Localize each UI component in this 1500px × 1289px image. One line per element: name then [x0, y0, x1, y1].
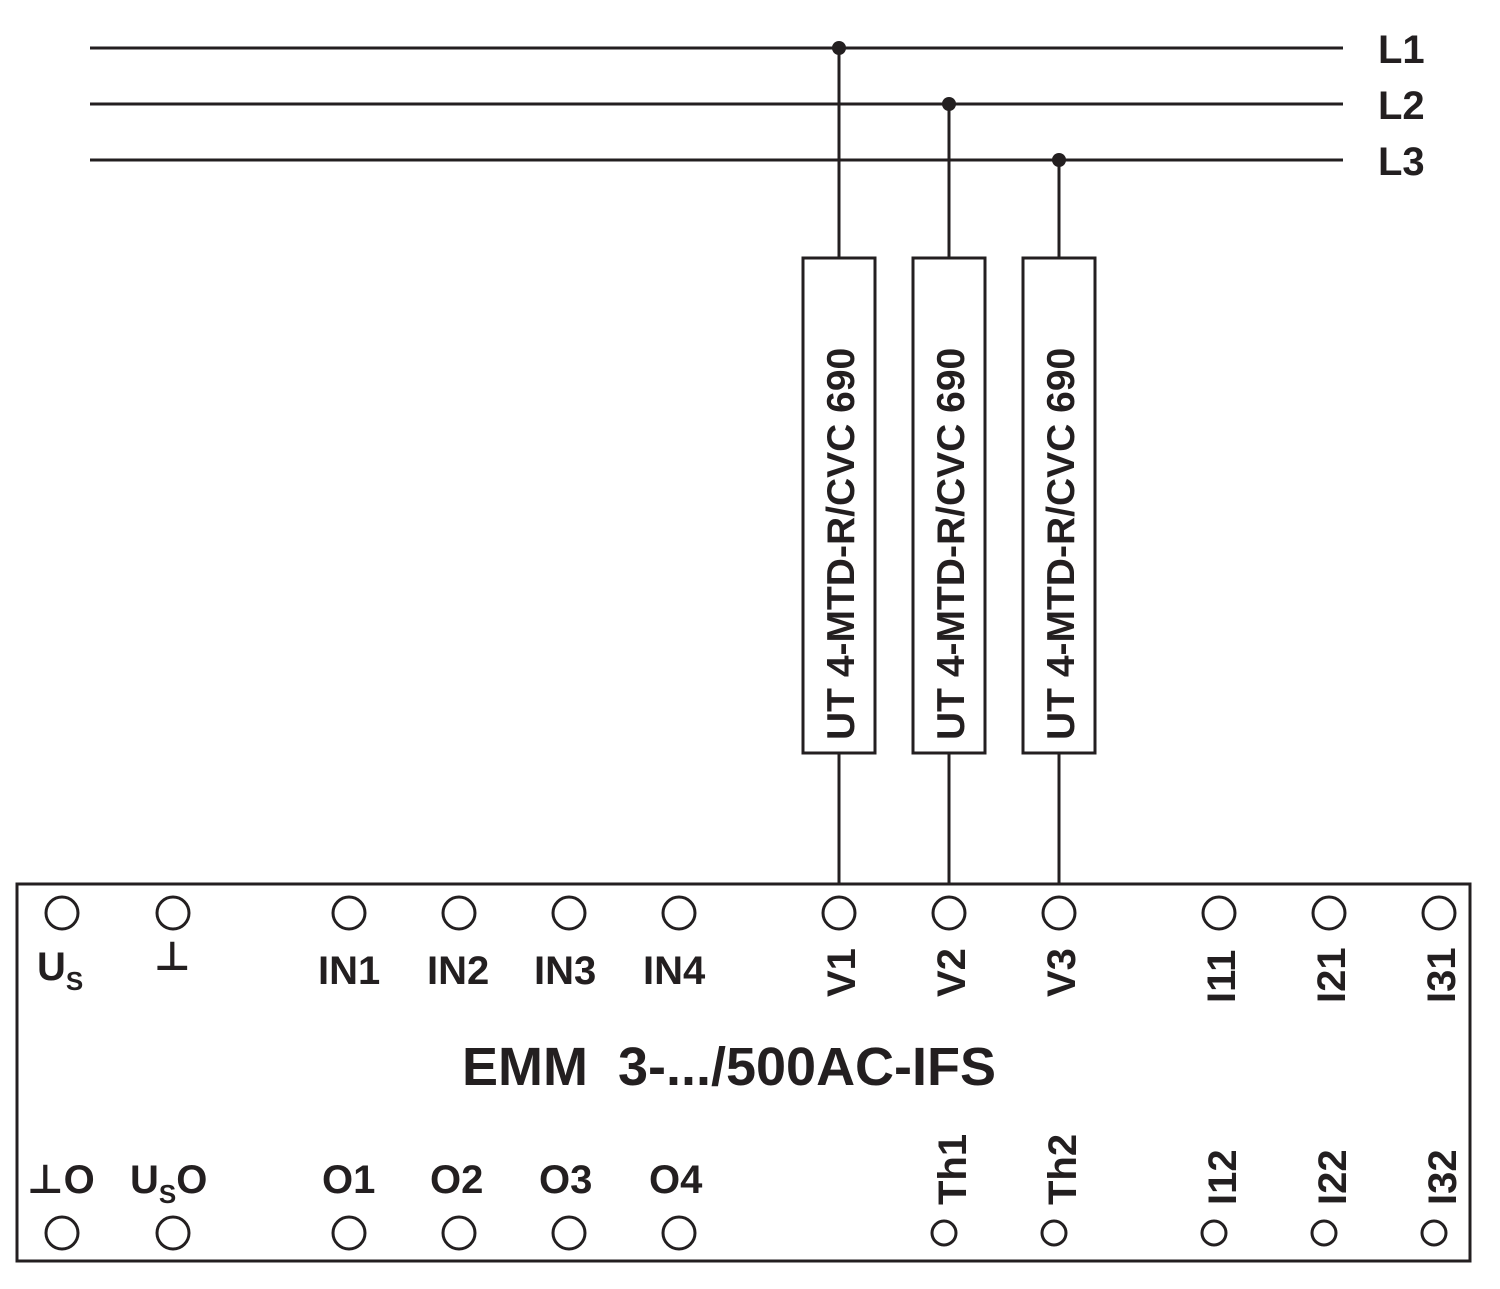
- label-v3: V3: [1040, 948, 1084, 997]
- terminal-o4: [661, 1215, 697, 1251]
- fuse-label: UT 4-MTD-R/CVC 690: [930, 348, 973, 740]
- terminal-in3: [551, 895, 587, 931]
- label-o3: O3: [539, 1158, 592, 1202]
- label-gnd-o: ⊥O: [27, 1158, 95, 1202]
- terminal-i22: [1310, 1219, 1338, 1247]
- terminal-v1: [821, 895, 857, 931]
- label-v2: V2: [930, 948, 974, 997]
- label-uso: USO: [130, 1158, 207, 1209]
- terminal-in2: [441, 895, 477, 931]
- terminal-in1: [331, 895, 367, 931]
- label-i11: I11: [1200, 950, 1244, 1003]
- feeder-wires: [837, 48, 1061, 900]
- module-box: [15, 882, 1472, 1263]
- label-us-sub: S: [66, 966, 83, 996]
- terminal-gnd: [155, 895, 191, 931]
- label-in2: IN2: [427, 949, 489, 993]
- terminal-v3: [1041, 895, 1077, 931]
- terminal-i31: [1421, 895, 1457, 931]
- fuse-label: UT 4-MTD-R/CVC 690: [820, 348, 863, 740]
- label-o1: O1: [322, 1158, 375, 1202]
- phase-label-l2: L2: [1378, 84, 1425, 128]
- label-uso-o: O: [176, 1158, 207, 1202]
- fuse-box: [801, 256, 877, 755]
- label-us: US: [37, 945, 83, 996]
- bottom-labels: ⊥O USO O1 O2 O3 O4 Th1 Th2 I12 I22 I32: [27, 1134, 1465, 1209]
- label-in1: IN1: [318, 949, 380, 993]
- label-o4: O4: [649, 1158, 703, 1202]
- fuse-block-3: UT 4-MTD-R/CVC 690: [1021, 256, 1097, 755]
- fuse-block-1: UT 4-MTD-R/CVC 690: [801, 256, 877, 755]
- phase-lines: L1 L2 L3: [90, 28, 1425, 184]
- terminal-o2: [441, 1215, 477, 1251]
- terminal-o1: [331, 1215, 367, 1251]
- label-i21: I21: [1310, 947, 1354, 1003]
- label-us-main: U: [37, 945, 66, 989]
- terminal-th1: [930, 1219, 958, 1247]
- label-in4: IN4: [643, 949, 706, 993]
- label-i31: I31: [1420, 947, 1464, 1003]
- fuse-box: [911, 256, 987, 755]
- terminal-i12: [1200, 1219, 1228, 1247]
- terminal-v2: [931, 895, 967, 931]
- fuse-box: [1021, 256, 1097, 755]
- label-th2: Th2: [1041, 1134, 1085, 1205]
- label-uso-u: U: [130, 1158, 159, 1202]
- fuse-block-2: UT 4-MTD-R/CVC 690: [911, 256, 987, 755]
- label-i22: I22: [1311, 1149, 1355, 1205]
- terminal-i21: [1311, 895, 1347, 931]
- terminal-th2: [1040, 1219, 1068, 1247]
- terminal-uso: [155, 1215, 191, 1251]
- fuse-label: UT 4-MTD-R/CVC 690: [1040, 348, 1083, 740]
- label-i12: I12: [1201, 1149, 1245, 1205]
- top-terminals: [44, 895, 1457, 931]
- label-o2: O2: [430, 1158, 483, 1202]
- terminal-i32: [1420, 1219, 1448, 1247]
- terminal-us: [44, 895, 80, 931]
- label-th1: Th1: [931, 1134, 975, 1205]
- phase-label-l3: L3: [1378, 140, 1425, 184]
- phase-label-l1: L1: [1378, 28, 1425, 72]
- label-v1: V1: [820, 948, 864, 997]
- terminal-gnd-o: [44, 1215, 80, 1251]
- label-i32: I32: [1421, 1149, 1465, 1205]
- terminal-in4: [661, 895, 697, 931]
- module-title: EMM 3-.../500AC-IFS: [462, 1037, 996, 1097]
- bottom-terminals: [44, 1215, 1448, 1251]
- label-gnd: ⊥: [154, 935, 191, 979]
- label-in3: IN3: [534, 949, 596, 993]
- terminal-o3: [551, 1215, 587, 1251]
- terminal-i11: [1201, 895, 1237, 931]
- top-labels: US ⊥ IN1 IN2 IN3 IN4 V1 V2 V3 I11 I21 I3…: [37, 935, 1464, 1003]
- label-uso-sub: S: [159, 1179, 176, 1209]
